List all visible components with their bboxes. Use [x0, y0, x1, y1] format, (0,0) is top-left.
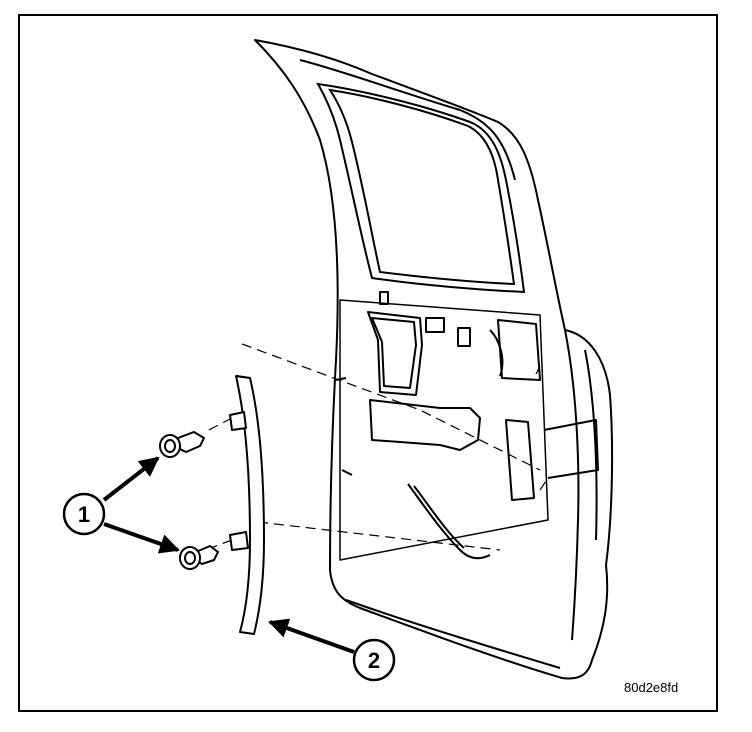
glass-run-channel: [229, 375, 265, 635]
callout-1: 1: [62, 492, 106, 536]
callout-1-arrows: [102, 456, 180, 554]
callout-1-label: 1: [78, 502, 90, 527]
upper-screw: [159, 430, 206, 458]
window-opening: [316, 82, 526, 294]
rear-door-outline: [254, 39, 614, 680]
callout-2: 2: [352, 638, 396, 682]
figure-frame: [18, 14, 718, 712]
callout-2-arrow: [268, 618, 355, 654]
callout-2-label: 2: [368, 648, 380, 673]
figure-code: 80d2e8fd: [624, 680, 679, 695]
lower-screw: [179, 544, 220, 570]
inner-panel-details: [335, 291, 599, 561]
